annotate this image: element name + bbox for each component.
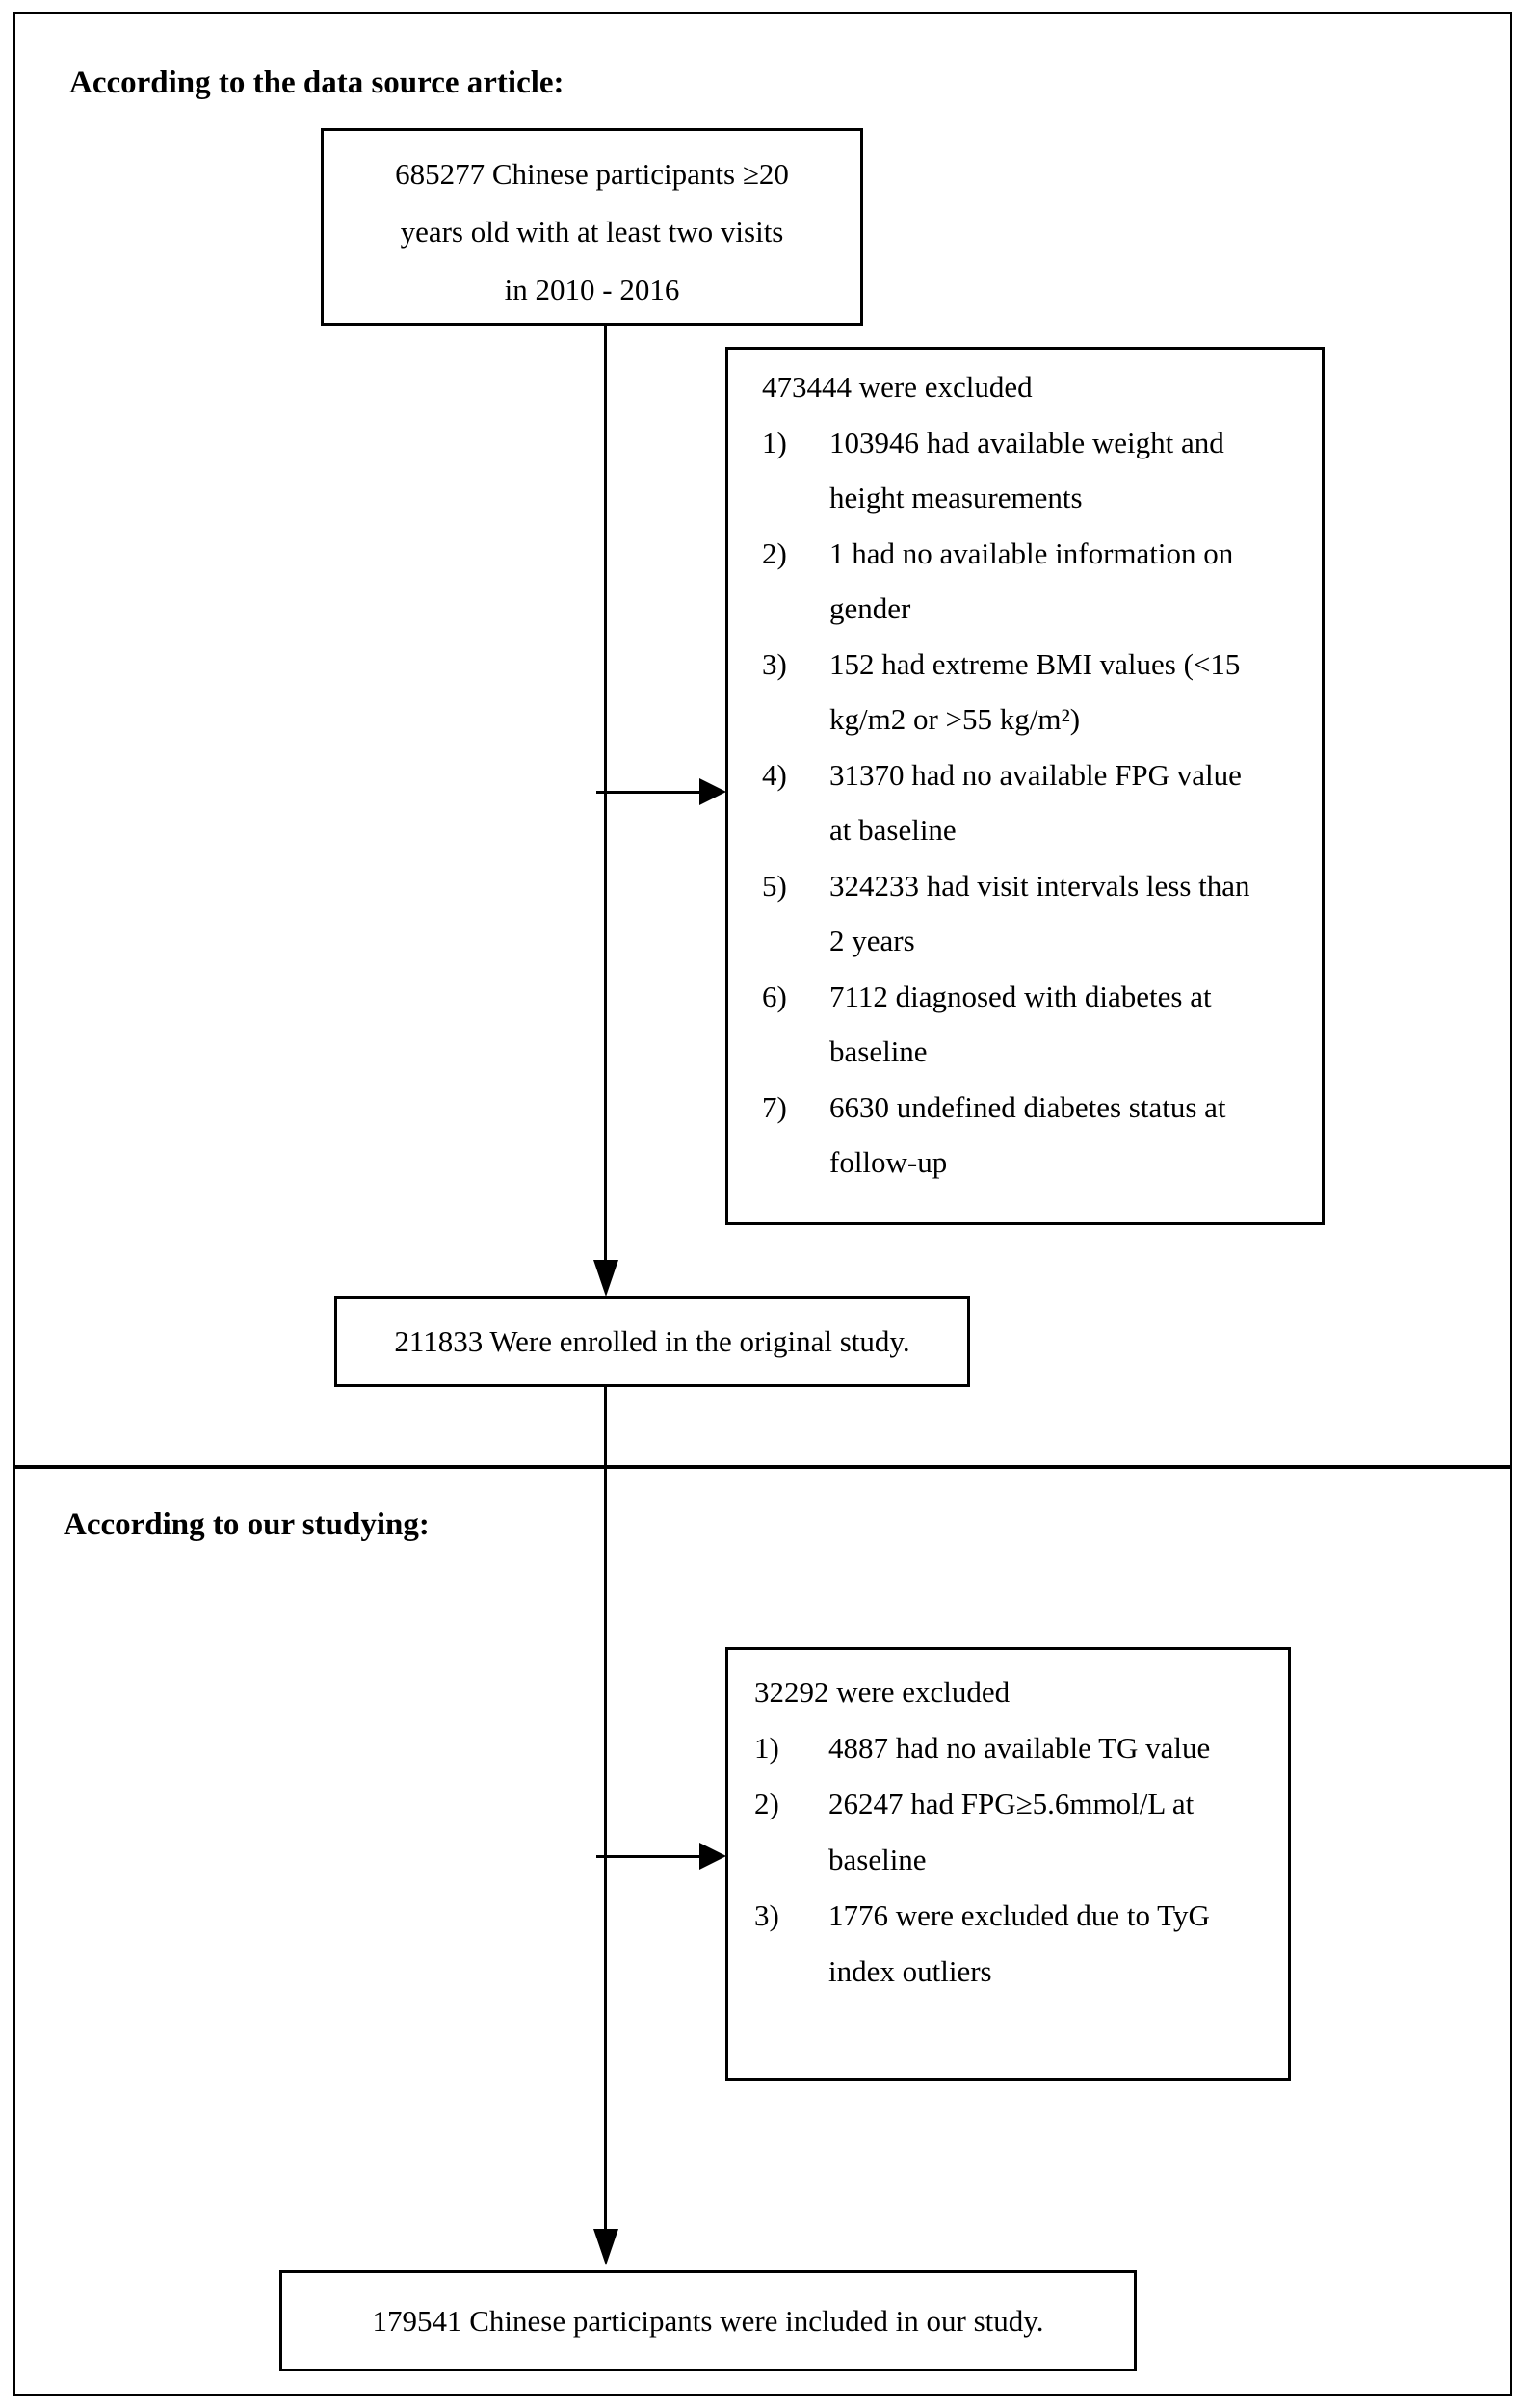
page-border <box>13 12 1512 2396</box>
item-text: 152 had extreme BMI values (<15 kg/m2 or… <box>829 646 1241 737</box>
item-number: 1) <box>754 1731 779 1765</box>
item-number: 5) <box>762 868 787 903</box>
exclusion2-item: 2) 26247 had FPG≥5.6mmol/L at baseline <box>754 1776 1274 1888</box>
item-text: 6630 undefined diabetes status at follow… <box>829 1089 1226 1180</box>
exclusion1-item: 6) 7112 diagnosed with diabetes at basel… <box>762 969 1307 1080</box>
item-number: 6) <box>762 979 787 1013</box>
connector-to-exclusion1-line <box>596 791 699 794</box>
exclusion1-intro: 473444 were excluded <box>762 370 1033 404</box>
item-text: 1776 were excluded due to TyG index outl… <box>828 1898 1210 1988</box>
item-text: 324233 had visit intervals less than 2 y… <box>829 868 1250 958</box>
item-text: 26247 had FPG≥5.6mmol/L at baseline <box>828 1787 1195 1876</box>
included-text: 179541 Chinese participants were include… <box>372 2303 1044 2338</box>
item-text: 7112 diagnosed with diabetes at baseline <box>829 979 1212 1069</box>
arrowhead-down-included-icon <box>593 2229 618 2265</box>
exclusion-box-2: 32292 were excluded 1) 4887 had no avail… <box>725 1647 1291 2081</box>
section1-heading: According to the data source article: <box>69 65 565 100</box>
exclusion2-intro: 32292 were excluded <box>754 1675 1011 1709</box>
exclusion1-item: 1) 103946 had available weight and heigh… <box>762 415 1307 526</box>
section-divider <box>13 1465 1512 1469</box>
enrolled-box: 211833 Were enrolled in the original stu… <box>334 1296 970 1387</box>
initial-cohort-text: 685277 Chinese participants ≥20 years ol… <box>395 156 789 306</box>
item-number: 2) <box>762 536 787 570</box>
item-text: 31370 had no available FPG value at base… <box>829 757 1242 848</box>
section2-heading: According to our studying: <box>64 1507 430 1542</box>
item-number: 7) <box>762 1089 787 1124</box>
arrowhead-right-exclusion1-icon <box>699 778 726 805</box>
arrowhead-right-exclusion2-icon <box>699 1843 726 1870</box>
exclusion1-item: 7) 6630 undefined diabetes status at fol… <box>762 1080 1307 1191</box>
exclusion2-item: 3) 1776 were excluded due to TyG index o… <box>754 1888 1274 2000</box>
connector-enrolled-to-included-line <box>604 1387 607 2229</box>
exclusion-box-1: 473444 were excluded 1) 103946 had avail… <box>725 347 1325 1225</box>
exclusion1-item: 3) 152 had extreme BMI values (<15 kg/m2… <box>762 637 1307 747</box>
exclusion1-item: 2) 1 had no available information on gen… <box>762 526 1307 637</box>
exclusion2-item: 1) 4887 had no available TG value <box>754 1720 1274 1776</box>
item-number: 4) <box>762 757 787 792</box>
item-text: 1 had no available information on gender <box>829 536 1234 626</box>
exclusion1-item: 5) 324233 had visit intervals less than … <box>762 858 1307 969</box>
arrowhead-down-enrolled-icon <box>593 1260 618 1296</box>
connector-to-exclusion2-line <box>596 1855 699 1858</box>
item-number: 3) <box>762 646 787 681</box>
enrolled-text: 211833 Were enrolled in the original stu… <box>394 1324 910 1358</box>
exclusion1-item: 4) 31370 had no available FPG value at b… <box>762 747 1307 858</box>
included-box: 179541 Chinese participants were include… <box>279 2270 1137 2371</box>
item-text: 4887 had no available TG value <box>828 1731 1211 1765</box>
item-text: 103946 had available weight and height m… <box>829 425 1224 515</box>
initial-cohort-box: 685277 Chinese participants ≥20 years ol… <box>321 128 863 326</box>
item-number: 1) <box>762 425 787 459</box>
item-number: 3) <box>754 1898 779 1932</box>
item-number: 2) <box>754 1787 779 1820</box>
